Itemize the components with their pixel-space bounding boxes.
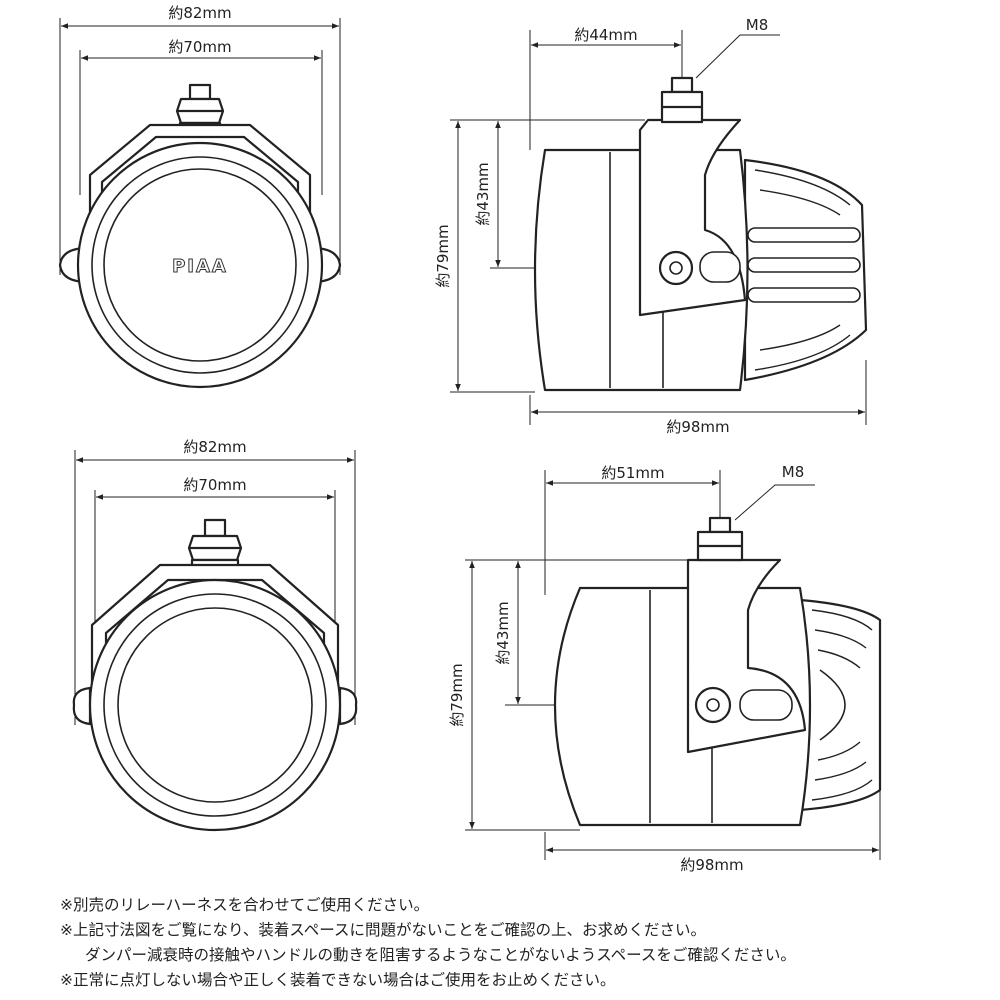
brand-logo: PIAA [172, 256, 228, 277]
side-ear-left [72, 686, 92, 726]
lamp-bezel [91, 156, 309, 374]
front-view-bottom [72, 450, 358, 832]
adjust-slot [739, 689, 793, 721]
lamp-bezel [103, 593, 327, 817]
dimension-lines [61, 23, 339, 61]
note-check-space: ※上記寸法図をご覧になり、装着スペースに問題がないことをご確認の上、お求めくださ… [60, 921, 707, 939]
bottom-front-width-inner: 約70mm [183, 476, 246, 494]
side-view-top [450, 30, 868, 425]
dimension-lines [469, 480, 879, 853]
top-side-bolt: M8 [746, 16, 769, 34]
extension-lines [59, 18, 341, 275]
pivot-bolt [694, 686, 732, 724]
mount-bolt [696, 516, 744, 562]
lamp-lens [103, 168, 297, 362]
bottom-side-depth-mount: 約51mm [601, 464, 664, 482]
top-front-width-outer: 約82mm [168, 4, 231, 22]
dimension-lines [76, 457, 354, 500]
side-ear-right [338, 686, 358, 726]
top-side-height-total: 約79mm [434, 224, 452, 287]
note-stop-use: ※正常に点灯しない場合や正しく装着できない場合はご使用をお止めください。 [60, 971, 616, 989]
extension-lines [450, 30, 867, 425]
top-side-depth-mount: 約44mm [574, 26, 637, 44]
top-side-height-mount: 約43mm [474, 162, 492, 225]
adjust-slot [699, 251, 741, 283]
note-damper-clearance: ダンパー減衰時の接触やハンドルの動きを阻害するようなことがないようスペースをご確… [85, 946, 796, 964]
dimension-lines [455, 34, 865, 415]
mount-bolt [660, 76, 704, 124]
top-front-width-inner: 約70mm [168, 38, 231, 56]
pivot-bolt [658, 250, 694, 286]
bottom-front-width-outer: 約82mm [183, 438, 246, 456]
extension-lines [74, 450, 356, 725]
heatsink [743, 158, 868, 382]
lamp-housing [76, 141, 324, 389]
dimension-drawing: 約82mm 約70mm PIAA [58, 4, 882, 874]
top-side-length: 約98mm [666, 418, 729, 436]
bottom-side-height-total: 約79mm [448, 663, 466, 726]
notes-block: ※別売のリレーハーネスを合わせてご使用ください。 ※上記寸法図をご覧になり、装着… [60, 893, 990, 993]
bottom-side-height-mount: 約43mm [494, 601, 512, 664]
note-relay-harness: ※別売のリレーハーネスを合わせてご使用ください。 [60, 896, 430, 914]
heatsink [798, 598, 882, 812]
mount-bolt [187, 518, 243, 572]
lamp-lens [117, 607, 313, 803]
side-view-bottom [465, 470, 882, 860]
lamp-housing [88, 578, 342, 832]
bottom-side-bolt: M8 [782, 463, 805, 481]
bottom-side-length: 約98mm [680, 856, 743, 874]
front-view-top [58, 18, 342, 389]
